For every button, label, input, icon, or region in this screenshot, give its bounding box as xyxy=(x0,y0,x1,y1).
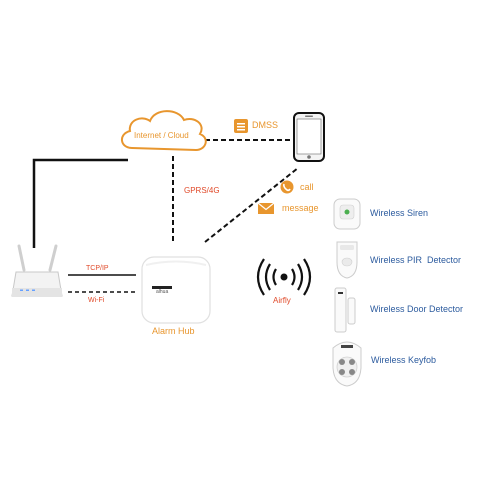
device-label-siren: Wireless Siren xyxy=(370,208,429,218)
gprs-label: GPRS/4G xyxy=(184,186,220,195)
phone-call-icon xyxy=(280,180,294,194)
tcpip-label: TCP/IP xyxy=(86,265,109,272)
hub-phone-link xyxy=(204,167,299,243)
dmss-app-icon xyxy=(234,119,248,133)
message-label: message xyxy=(282,203,319,213)
wireless-siren-device xyxy=(333,198,361,230)
wireless-door-detector-device xyxy=(334,287,356,333)
wifi-label: Wi-Fi xyxy=(88,297,105,304)
airfly-label: Airfly xyxy=(273,296,291,305)
cloud-label: Internet / Cloud xyxy=(134,131,189,140)
envelope-icon xyxy=(257,202,275,214)
wireless-keyfob-device xyxy=(332,341,362,387)
dmss-label: DMSS xyxy=(252,120,279,130)
smartphone-icon xyxy=(293,112,325,162)
device-label-pir: Wireless PIR Detector xyxy=(370,255,462,265)
router-icon xyxy=(11,244,63,297)
hub-brand-logo: alhua xyxy=(156,289,169,295)
device-label-keyfob: Wireless Keyfob xyxy=(371,355,437,365)
cloud-icon xyxy=(121,110,207,152)
wireless-signal-icon xyxy=(256,258,312,296)
wireless-pir-detector-device xyxy=(336,241,358,279)
alarm-hub-label: Alarm Hub xyxy=(152,326,195,336)
call-label: call xyxy=(300,182,314,192)
device-label-door: Wireless Door Detector xyxy=(370,304,464,314)
router-cloud-link xyxy=(32,158,128,248)
alarm-hub-device xyxy=(141,256,211,324)
